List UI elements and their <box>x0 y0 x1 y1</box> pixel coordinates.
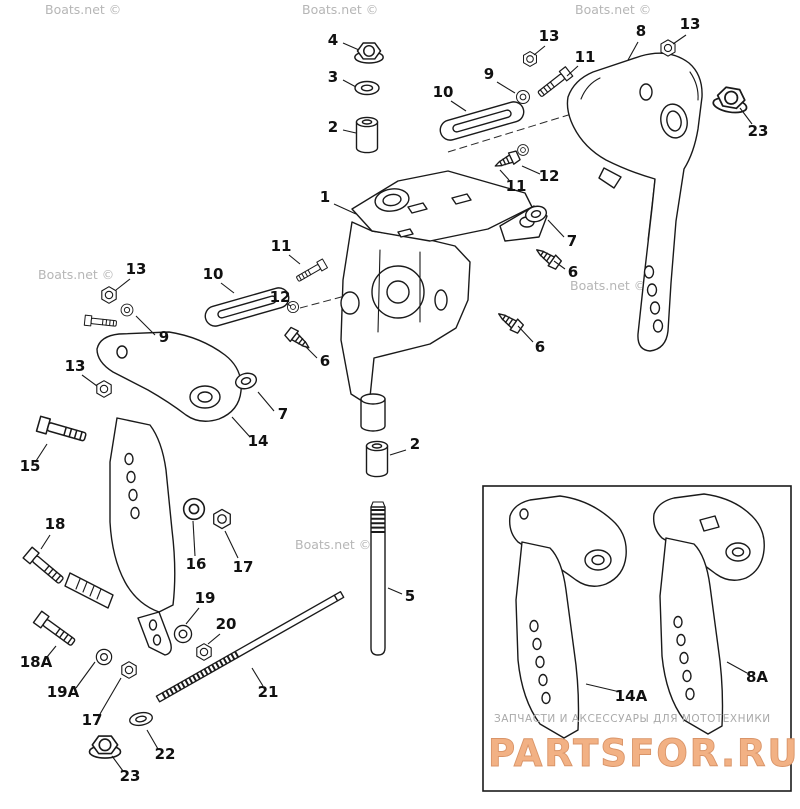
hex-nut-20 <box>196 643 212 661</box>
callout-21: 21 <box>258 683 279 701</box>
callout-7: 7 <box>278 405 288 423</box>
callout-7: 7 <box>567 232 577 250</box>
pivot-shaft-part-21 <box>155 591 345 703</box>
hex-nut-13 <box>96 380 112 398</box>
screw-12 <box>491 149 522 173</box>
callout-20: 20 <box>216 615 237 633</box>
washer-9 <box>516 90 530 104</box>
callout-16: 16 <box>186 555 207 573</box>
washer-11 <box>517 144 529 156</box>
callout-13: 13 <box>126 260 147 278</box>
washer-16 <box>182 497 206 521</box>
washer-19 <box>173 624 193 644</box>
callout-10: 10 <box>433 83 454 101</box>
callout-3: 3 <box>328 68 338 86</box>
footer-brand: PARTSFOR.RU <box>488 732 800 775</box>
bushing-2-lower <box>365 440 389 478</box>
watermark: Boats.net © <box>38 267 114 282</box>
callout-10: 10 <box>203 265 224 283</box>
callout-13: 13 <box>680 15 701 33</box>
hex-nut-17 <box>121 661 137 679</box>
footer-watermark: ЗАПЧАСТИ И АКСЕССУАРЫ ДЛЯ МОТОТЕХНИКИ PA… <box>488 713 800 775</box>
washer-9 <box>120 303 134 317</box>
callout-6: 6 <box>568 263 578 281</box>
inset-bracket-8a <box>652 493 765 735</box>
hex-nut-17 <box>213 508 231 530</box>
cup-washer-22 <box>128 710 154 728</box>
flange-nut-4 <box>354 42 384 64</box>
bolt-15 <box>35 415 89 446</box>
callout-9: 9 <box>484 65 494 83</box>
callout-18: 18 <box>45 515 66 533</box>
washer-19a <box>95 648 113 666</box>
stern-bracket-part-8 <box>566 52 703 352</box>
callouts: 4 3 2 1 13 11 9 10 8 13 23 12 11 7 6 6 1… <box>20 15 769 785</box>
callout-14: 14 <box>248 432 269 450</box>
bolt-11 <box>535 66 574 100</box>
callout-11: 11 <box>506 177 527 195</box>
screw-6 <box>494 307 525 336</box>
callout-1: 1 <box>320 188 330 206</box>
watermarks: Boats.net © Boats.net © Boats.net © Boat… <box>38 2 651 552</box>
callout-9: 9 <box>159 328 169 346</box>
callout-6: 6 <box>535 338 545 356</box>
cup-washer-3 <box>354 80 380 96</box>
callout-4: 4 <box>328 31 338 49</box>
screw-6 <box>532 243 563 272</box>
callout-13: 13 <box>539 27 560 45</box>
callout-8: 8 <box>636 22 646 40</box>
bolt-18a <box>32 610 78 650</box>
callout-18a: 18A <box>20 653 53 671</box>
bolt-11 <box>294 258 328 285</box>
callout-19: 19 <box>195 589 216 607</box>
bolt-18 <box>22 546 67 587</box>
hex-nut-13 <box>660 39 676 57</box>
callout-11: 11 <box>271 237 292 255</box>
callout-13: 13 <box>65 357 86 375</box>
callout-2: 2 <box>410 435 420 453</box>
watermark: Boats.net © <box>295 537 371 552</box>
flange-nut-23 <box>711 84 751 116</box>
callout-23: 23 <box>120 767 141 785</box>
callout-12: 12 <box>270 288 291 306</box>
tilt-rod-part-5 <box>370 501 386 656</box>
callout-17: 17 <box>233 558 254 576</box>
inset-bracket-14a <box>508 495 627 739</box>
callout-5: 5 <box>405 587 415 605</box>
swivel-bracket-part-1 <box>340 170 548 432</box>
callout-12: 12 <box>539 167 560 185</box>
callout-17: 17 <box>82 711 103 729</box>
watermark: Boats.net © <box>302 2 378 17</box>
bolt-9 <box>83 314 118 330</box>
callout-2: 2 <box>328 118 338 136</box>
clamp-bracket-part-14 <box>64 331 242 656</box>
callout-19a: 19A <box>47 683 80 701</box>
watermark: Boats.net © <box>570 278 646 293</box>
callout-14a: 14A <box>615 687 648 705</box>
callout-15: 15 <box>20 457 41 475</box>
footer-tagline: ЗАПЧАСТИ И АКСЕССУАРЫ ДЛЯ МОТОТЕХНИКИ <box>494 713 771 725</box>
bushing-2-upper <box>355 116 379 154</box>
watermark: Boats.net © <box>575 2 651 17</box>
callout-23: 23 <box>748 122 769 140</box>
watermark: Boats.net © <box>45 2 121 17</box>
inset-panel <box>482 485 792 792</box>
link-plate-10 <box>437 98 527 144</box>
hex-nut-13 <box>523 51 537 67</box>
callout-22: 22 <box>155 745 176 763</box>
callout-6: 6 <box>320 352 330 370</box>
callout-11: 11 <box>575 48 596 66</box>
hex-nut-13 <box>101 286 117 304</box>
callout-8a: 8A <box>746 668 768 686</box>
flange-nut-23 <box>88 735 122 759</box>
